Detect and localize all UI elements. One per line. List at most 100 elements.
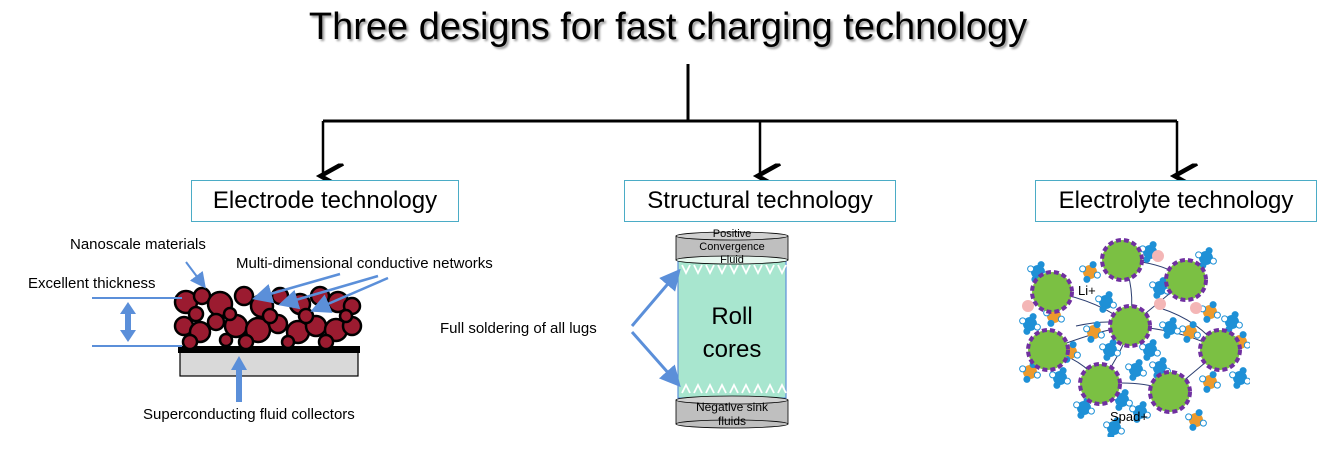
flow-arrow (741, 382, 751, 394)
electrode-particle (338, 308, 354, 324)
ion-cluster (1229, 367, 1250, 389)
flow-arrow (717, 264, 727, 276)
flow-arrow (741, 264, 751, 276)
electrode-particle (206, 312, 226, 332)
flow-arrow (753, 264, 763, 276)
flow-arrows-bottom (681, 382, 787, 394)
label-bottom-cap-line1: Negative sink (695, 400, 769, 414)
ion-cluster (1199, 301, 1221, 323)
pink-ion (1022, 300, 1034, 312)
diagram-title: Three designs for fast charging technolo… (308, 6, 1028, 48)
electrode-particle (237, 333, 255, 351)
electrode-particle (222, 306, 238, 322)
ion-cluster (1125, 359, 1147, 381)
ion-cluster (1221, 311, 1243, 333)
pink-ion (1154, 298, 1166, 310)
label-top-cap: Positive Convergence Fluid (699, 228, 765, 266)
electrode-particle (261, 307, 279, 325)
electrode-particle (187, 305, 205, 323)
flow-arrow (777, 264, 787, 276)
flow-arrow (765, 382, 775, 394)
category-electrode: Electrode technology (191, 180, 459, 222)
ion-cluster (1103, 417, 1125, 437)
electrode-particle (218, 332, 234, 348)
label-core-line2: cores (702, 336, 762, 363)
electrode-illustration (92, 261, 389, 402)
electrode-particle (280, 334, 296, 350)
roll-core-body (677, 257, 787, 399)
thickness-arrow-head-up (120, 302, 136, 314)
ion-cluster (1185, 409, 1207, 431)
top-cap-base (675, 255, 789, 265)
label-core-line1: Roll (711, 303, 753, 330)
connector-tree (0, 64, 1336, 185)
flow-arrow (705, 264, 715, 276)
nanoscale-arrow (185, 261, 206, 289)
cation-sphere (1026, 328, 1070, 372)
electrode-particle (297, 307, 315, 325)
ion-cluster (1139, 339, 1161, 361)
label-collectors: Superconducting fluid collectors (143, 406, 355, 423)
pink-ion (1190, 302, 1202, 314)
pink-ion (1152, 250, 1164, 262)
label-spad-ion: Spad+ (1110, 409, 1148, 424)
collector-arrow-head (231, 356, 247, 370)
flow-arrow (753, 382, 763, 394)
cation-sphere (1108, 304, 1152, 348)
ion-cluster (1073, 397, 1095, 419)
ion-cluster (1019, 361, 1041, 383)
electrode-particle (181, 333, 199, 351)
thickness-arrow-head-down (120, 330, 136, 342)
flow-arrow (693, 264, 703, 276)
ion-cluster (1019, 313, 1041, 335)
label-bottom-cap-line2: fluids (717, 414, 746, 428)
flow-arrow (681, 382, 691, 394)
large-cations (1026, 238, 1242, 414)
structural-illustration (630, 231, 789, 429)
collector-arrow-shaft (236, 368, 242, 402)
ion-cluster (1199, 371, 1221, 393)
electrode-particle (317, 333, 335, 351)
ion-cluster (1083, 321, 1105, 343)
flow-arrow (777, 382, 787, 394)
ion-cluster (1129, 401, 1151, 423)
flow-arrow (717, 382, 727, 394)
top-cap-rim (675, 231, 789, 241)
label-networks: Multi-dimensional conductive networks (236, 255, 493, 272)
ion-cluster (1179, 321, 1201, 343)
flow-arrow (705, 382, 715, 394)
cation-sphere (1100, 238, 1144, 282)
cation-sphere (1164, 258, 1208, 302)
network-arrow-3 (310, 276, 389, 313)
ion-cluster (1195, 247, 1217, 269)
active-particles (173, 285, 363, 351)
ion-cluster (1049, 367, 1071, 389)
lug-arrow-up (630, 268, 681, 327)
bottom-cap-base (675, 419, 789, 429)
ion-cluster (1095, 291, 1117, 313)
collector-film (178, 346, 360, 353)
ion-cluster (1149, 277, 1171, 299)
category-electrolyte: Electrolyte technology (1035, 180, 1317, 222)
lug-arrow-down (630, 331, 681, 388)
bottom-cap-rim (675, 395, 789, 405)
cation-sphere (1148, 370, 1192, 414)
electrode-particle (233, 285, 255, 307)
flow-arrows-top (681, 264, 787, 276)
flow-arrow (729, 382, 739, 394)
label-nanoscale: Nanoscale materials (70, 236, 206, 253)
cation-sphere (1030, 270, 1074, 314)
flow-arrow (693, 382, 703, 394)
network-arrow-2 (278, 274, 379, 310)
cation-sphere (1198, 328, 1242, 372)
cation-sphere (1078, 362, 1122, 406)
collector-plate (179, 351, 359, 377)
electrolyte-illustration (1019, 238, 1250, 437)
ion-cluster (1159, 317, 1181, 339)
label-li-ion: Li+ (1078, 283, 1096, 298)
flow-arrow (729, 264, 739, 276)
label-thickness: Excellent thickness (28, 275, 156, 292)
network-arrow-1 (252, 272, 341, 304)
flow-arrow (765, 264, 775, 276)
label-lugs: Full soldering of all lugs (440, 320, 597, 337)
